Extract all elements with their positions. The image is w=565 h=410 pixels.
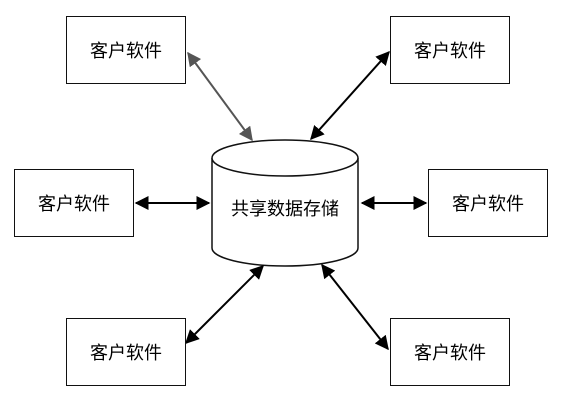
client-box-top-right: 客户软件 — [390, 16, 510, 84]
arrow-top-left-storage — [187, 51, 253, 142]
client-box-bottom-left: 客户软件 — [66, 318, 186, 386]
client-box-middle-right: 客户软件 — [428, 169, 548, 237]
client-label: 客户软件 — [38, 194, 110, 215]
storage-cylinder-top — [211, 139, 359, 177]
arrow-bottom-right-storage — [321, 263, 389, 351]
storage-cylinder — [211, 139, 359, 267]
arrow-bottom-left-storage — [185, 265, 264, 344]
storage-label: 共享数据存储 — [231, 199, 339, 220]
client-box-top-left: 客户软件 — [66, 16, 186, 84]
client-label: 客户软件 — [90, 41, 162, 62]
client-box-middle-left: 客户软件 — [14, 169, 134, 237]
client-label: 客户软件 — [414, 343, 486, 364]
client-label: 客户软件 — [452, 194, 524, 215]
client-box-bottom-right: 客户软件 — [390, 318, 510, 386]
client-label: 客户软件 — [414, 41, 486, 62]
client-label: 客户软件 — [90, 343, 162, 364]
storage-cylinder-body — [211, 158, 359, 267]
arrow-top-right-storage — [310, 50, 390, 141]
